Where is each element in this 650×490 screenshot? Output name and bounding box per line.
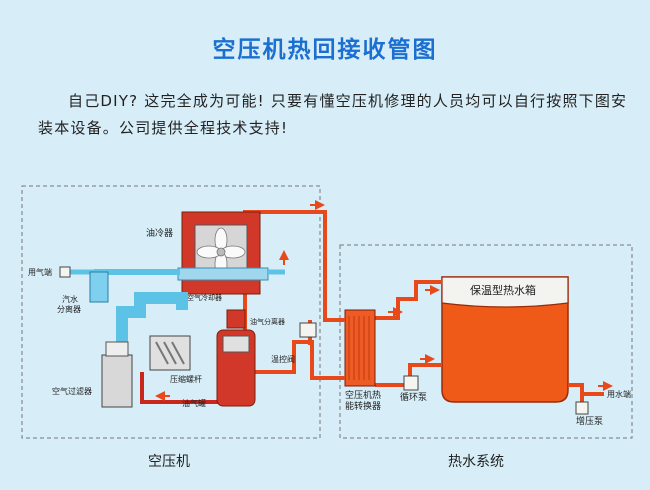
oil-bottom-line (140, 372, 222, 404)
hotwater-boundary (339, 244, 633, 439)
oil-tank-label: 油气罐 (182, 398, 206, 408)
heat-exchanger-label: 空压机热能转换器 (345, 389, 381, 412)
tank-top (441, 276, 569, 308)
steam-separator-label-2: 分离器 (57, 304, 81, 314)
screw-label: 压缩螺杆 (170, 374, 202, 384)
steam-separator-label-1: 汽水 (62, 294, 78, 304)
compressor-boundary (21, 185, 321, 439)
heat-exchanger-fins (348, 316, 370, 380)
air-cooler-label: 空气冷却器 (187, 293, 222, 302)
water-outlet-label: 用水端 (607, 389, 631, 399)
booster-pump-label: 增压泵 (576, 415, 603, 427)
air-filter (101, 354, 133, 408)
gas-outlet-label: 用气端 (28, 267, 52, 277)
thermostatic-valve-label: 温控阀 (271, 354, 295, 364)
hot-water-pipe-return (375, 363, 442, 387)
hot-water-tank (441, 276, 569, 403)
hot-oil-return (228, 340, 345, 380)
section-label-compressor: 空压机 (148, 454, 190, 470)
oil-separator-body (226, 309, 246, 329)
steam-separator-label: 汽水分离器 (57, 294, 81, 314)
air-filter-top (105, 341, 129, 357)
heat-exchanger-label-2: 能转换器 (345, 400, 381, 412)
air-filter-label: 空气过滤器 (52, 386, 92, 396)
heat-exchanger (344, 309, 376, 387)
intro-body: 自己DIY? 这完全成为可能! 只要有懂空压机修理的人员均可以自行按照下图安装本… (38, 92, 628, 137)
steam-separator (89, 271, 109, 303)
tank-label: 保温型热水箱 (470, 283, 536, 297)
page-title: 空压机热回接收管图 (212, 37, 438, 63)
circ-pump-label: 循环泵 (400, 391, 427, 403)
circ-pump (403, 375, 419, 391)
intro-text: 自己DIY? 这完全成为可能! 只要有懂空压机修理的人员均可以自行按照下图安装本… (38, 88, 628, 142)
oil-separator-label: 油气分离器 (250, 317, 285, 326)
oil-tank-window (222, 335, 250, 353)
water-outlet-pipe (568, 383, 604, 396)
thermostatic-valve (299, 322, 317, 338)
heat-exchanger-label-1: 空压机热 (345, 389, 381, 401)
oil-cooler-label: 油冷器 (146, 227, 173, 239)
booster-pump (575, 401, 589, 415)
hot-water-pipe-top (373, 280, 442, 320)
intake-duct (116, 292, 188, 376)
section-label-hotwater: 热水系统 (448, 454, 504, 470)
air-cooling-band (177, 267, 269, 281)
gas-outlet-valve (59, 266, 71, 278)
screw-rotors (155, 341, 185, 365)
